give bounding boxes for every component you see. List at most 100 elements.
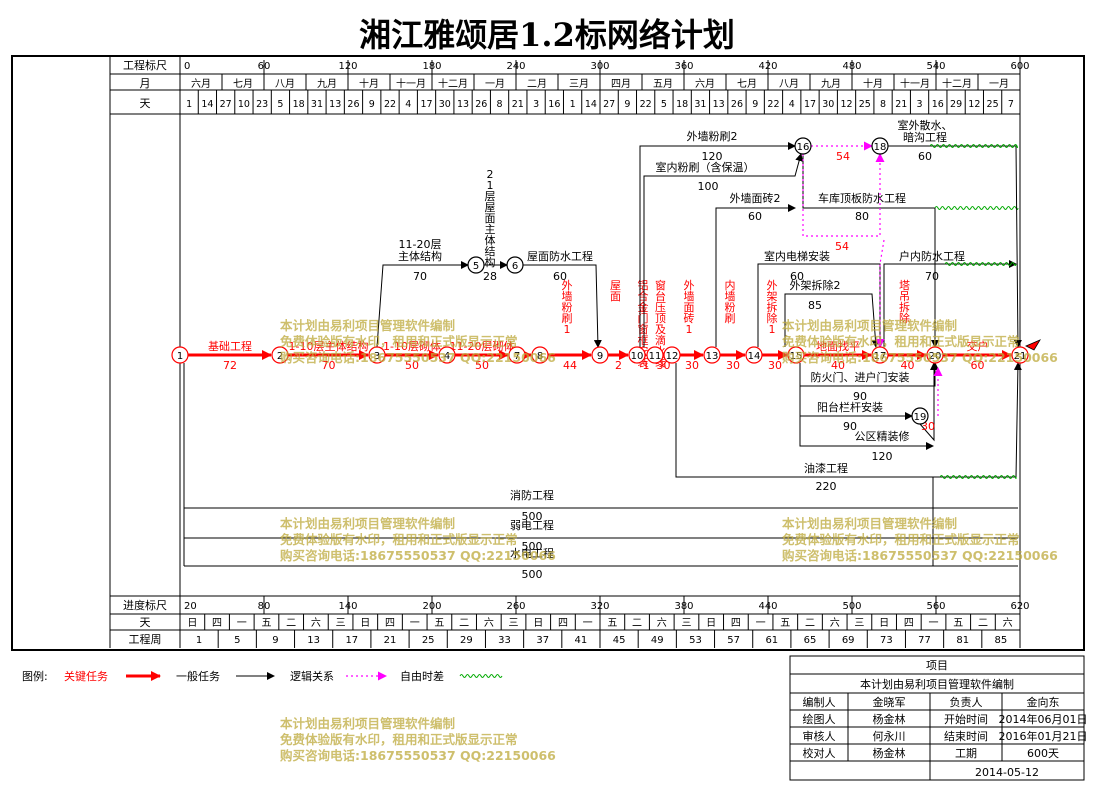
info-cell: 2014年06月01日 — [999, 712, 1088, 726]
task-name: 室内电梯安装 — [764, 249, 830, 263]
network-node-number: 7 — [514, 351, 520, 362]
month-label: 六月 — [695, 78, 715, 90]
day-label: 27 — [220, 99, 232, 110]
task-arrow — [715, 204, 796, 347]
weekday-label: 四 — [558, 618, 568, 629]
critical-task-name: 内 — [725, 278, 736, 292]
weekday-label: 五 — [780, 618, 790, 629]
critical-task-name: 墙 — [562, 289, 573, 303]
critical-task-name: 地面找平 — [816, 339, 860, 353]
critical-task-name: 刷 — [562, 312, 573, 325]
network-node-number: 20 — [929, 351, 942, 362]
task-duration: 28 — [483, 270, 497, 283]
info-cell: 编制人 — [803, 695, 836, 709]
info-table — [789, 655, 1085, 781]
month-label: 一月 — [485, 78, 505, 90]
week-label: 69 — [842, 635, 855, 646]
task-duration: 60 — [553, 270, 567, 283]
network-node — [1011, 346, 1029, 364]
network-node-number: 9 — [597, 351, 603, 362]
month-label: 八月 — [779, 78, 799, 90]
task-name: 屋面防水工程 — [527, 249, 593, 263]
critical-task-name: 压 — [655, 301, 666, 314]
bottom-scale-tick-label: 200 — [422, 601, 441, 612]
day-label: 26 — [731, 99, 743, 110]
day-label: 25 — [859, 99, 871, 110]
weekday-row-label: 天 — [140, 616, 151, 629]
task-name: 车库顶板防水工程 — [818, 191, 906, 205]
task-arrow — [799, 416, 934, 450]
top-scale-tick-label: 540 — [926, 61, 945, 72]
day-label: 29 — [950, 99, 962, 110]
week-label: 81 — [956, 635, 969, 646]
bottom-scale-label: 进度标尺 — [123, 598, 167, 612]
info-cell: 工期 — [955, 747, 977, 760]
free-float-wave — [934, 206, 1019, 210]
week-label: 73 — [880, 635, 893, 646]
week-label: 41 — [575, 635, 588, 646]
weekday-label: 日 — [187, 618, 197, 629]
weekday-label: 五 — [953, 618, 963, 629]
task-name-vertical: 体 — [485, 233, 496, 247]
bottom-scale-tick-label: 440 — [758, 601, 777, 612]
network-node — [787, 346, 805, 364]
weekday-label: 四 — [731, 618, 741, 629]
critical-task-duration: 50 — [405, 359, 419, 372]
critical-task-name: 台 — [655, 289, 666, 303]
task-duration: 500 — [522, 540, 543, 553]
network-node-number: 8 — [537, 351, 543, 362]
network-node-number: 10 — [631, 351, 644, 362]
task-duration: 120 — [872, 450, 893, 463]
critical-task-name: 窗 — [638, 322, 649, 336]
top-scale-tick-label: 60 — [258, 61, 271, 72]
critical-task-duration: 30 — [726, 359, 740, 372]
task-name-vertical: 主 — [485, 223, 496, 236]
info-cell: 杨金林 — [873, 712, 906, 726]
critical-task-name: 装 — [638, 356, 649, 369]
task-duration: 80 — [855, 210, 869, 223]
critical-task-duration: 40 — [831, 359, 845, 372]
task-arrow — [919, 362, 938, 442]
page-title: 湘江雅颂居1.2标网络计划 — [359, 16, 735, 54]
day-label: 1 — [186, 99, 192, 110]
top-scale-tick-label: 480 — [842, 61, 861, 72]
weekday-label: 日 — [706, 618, 716, 629]
info-cell: 600天 — [1027, 747, 1059, 760]
day-label: 23 — [256, 99, 268, 110]
task-name-vertical: 2 — [487, 168, 494, 181]
task-duration: 100 — [698, 180, 719, 193]
task-name: 室内粉刷（含保温） — [656, 160, 755, 174]
month-label: 十一月 — [900, 77, 930, 90]
month-row-label: 月 — [140, 77, 151, 90]
task-duration: 90 — [843, 420, 857, 433]
task-arrow — [523, 264, 602, 348]
weekday-label: 六 — [657, 617, 667, 629]
day-label: 8 — [497, 99, 503, 110]
info-cell: 何永川 — [873, 729, 906, 743]
top-scale-tick-label: 180 — [422, 61, 441, 72]
week-label: 65 — [804, 635, 817, 646]
weekday-label: 三 — [681, 618, 691, 629]
day-label: 13 — [713, 99, 725, 110]
critical-task-name: 框 — [638, 334, 649, 347]
top-scale-tick-label: 360 — [674, 61, 693, 72]
day-label: 17 — [804, 99, 816, 110]
bottom-scale-tick-label: 140 — [338, 601, 357, 612]
task-name-vertical: 结 — [485, 245, 496, 258]
critical-task-name: 屋 — [610, 279, 621, 292]
info-cell: 绘图人 — [803, 712, 836, 726]
critical-task-name: 砖 — [684, 311, 695, 325]
critical-task-name: 1 — [686, 323, 693, 336]
critical-task-name: 交户 — [967, 339, 989, 353]
day-label: 21 — [512, 99, 524, 110]
network-node — [506, 256, 524, 274]
critical-task-duration: 30 — [768, 359, 782, 372]
month-label: 七月 — [233, 78, 253, 90]
network-node — [171, 346, 189, 364]
weekday-label: 六 — [1003, 617, 1013, 629]
week-label: 49 — [651, 635, 664, 646]
critical-task-name: 面 — [684, 301, 695, 314]
critical-task-duration: 1 — [643, 359, 650, 372]
legend-free-float-label: 自由时差 — [400, 669, 444, 683]
critical-task-name: 线 — [655, 355, 666, 369]
